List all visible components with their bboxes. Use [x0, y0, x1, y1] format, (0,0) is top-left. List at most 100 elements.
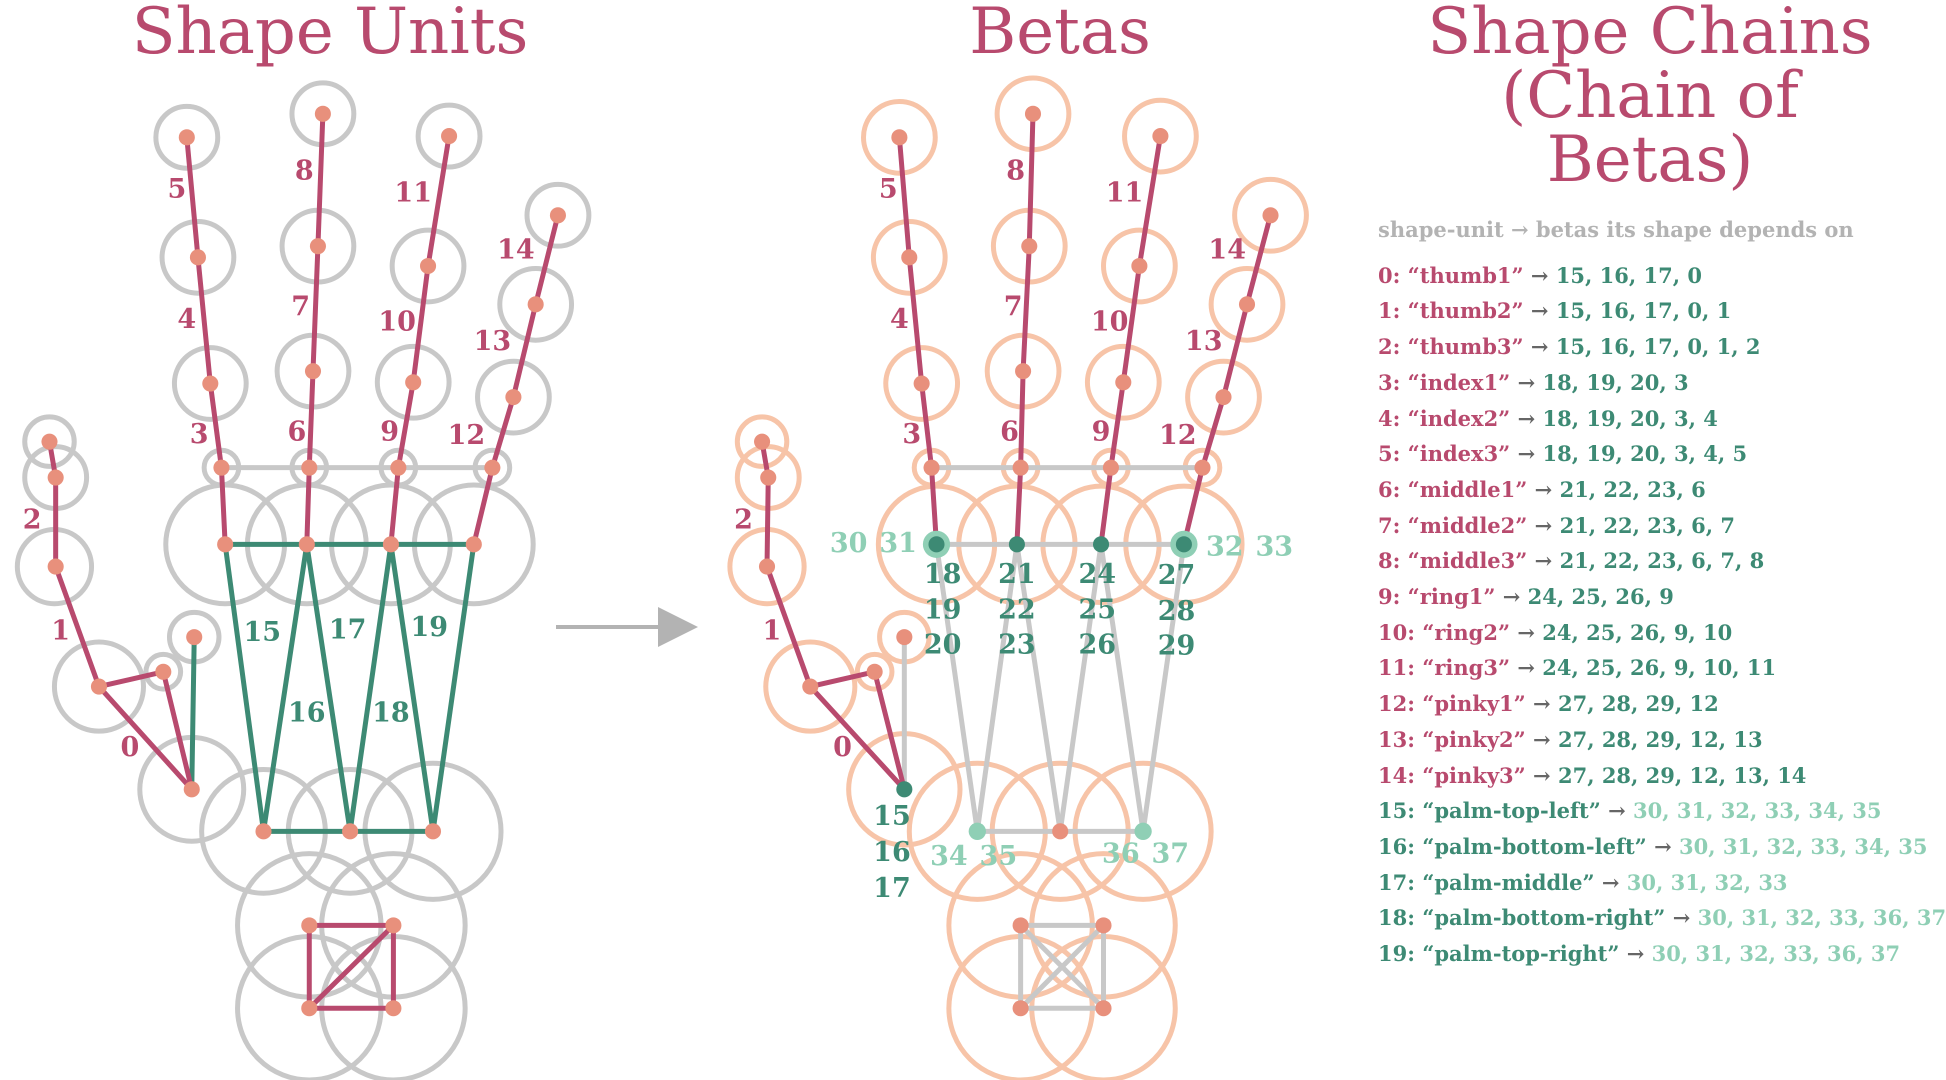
legend-betas: 18, 19, 20, 3, 4 [1542, 405, 1718, 431]
palm-edge [304, 541, 353, 834]
shape-unit-circle [143, 651, 184, 692]
beta-label: 36 [1102, 838, 1140, 869]
shape-unit-label: 5 [168, 174, 187, 205]
joint-dot [183, 781, 200, 798]
shape-unit-label: 8 [295, 155, 314, 186]
joint-dot [1215, 389, 1232, 406]
joint-dot [342, 823, 359, 840]
legend-betas: 18, 19, 20, 3 [1542, 369, 1689, 395]
joint-dot [424, 823, 442, 840]
legend-unit-label: 6: “middle1” [1378, 476, 1528, 502]
beta-label: 35 [980, 841, 1018, 872]
joint-dot [304, 363, 322, 380]
thumb-bone [807, 684, 907, 792]
finger-bone [471, 465, 495, 547]
legend-row: 1: “thumb2” → 15, 16, 17, 0, 1 [1378, 293, 1918, 329]
joint-dot [760, 469, 777, 486]
joint-dot [47, 558, 64, 575]
shape-unit-label: 2 [23, 504, 42, 535]
joint-dot [178, 129, 195, 146]
palm-edge [222, 541, 267, 834]
beta-label: 12 [1159, 420, 1197, 451]
shape-unit-label: 18 [372, 697, 410, 728]
beta-label: 10 [1091, 306, 1129, 337]
joint-dot [309, 238, 326, 255]
joint-dot [901, 249, 918, 266]
beta-label: 30 [830, 528, 868, 559]
finger-bone [1221, 301, 1250, 400]
shape-unit-label: 0 [120, 732, 139, 763]
joint-dot [913, 375, 930, 392]
shape-unit-circle [415, 102, 483, 170]
beta-label: 14 [1208, 235, 1246, 266]
beta-label: 18 [924, 559, 962, 590]
joint-dot [298, 536, 315, 553]
legend-arrow: → [1523, 262, 1556, 288]
beta-label: 11 [1106, 178, 1144, 209]
shape-unit-circle [389, 227, 467, 305]
joint-dot [202, 375, 219, 392]
joint-dot [390, 459, 407, 476]
legend-row: 13: “pinky2” → 27, 28, 29, 12, 13 [1378, 722, 1918, 758]
joint-dot [465, 536, 482, 553]
joint-dot [301, 1000, 318, 1017]
legend-row: 5: “index3” → 18, 19, 20, 3, 4, 5 [1378, 436, 1918, 472]
legend-arrow: → [1646, 833, 1679, 859]
legend-unit-label: 3: “index1” [1378, 369, 1511, 395]
legend-betas: 18, 19, 20, 3, 4, 5 [1542, 441, 1748, 467]
joint-dot [255, 823, 272, 840]
joint-dot [1095, 917, 1112, 934]
shape-unit-label: 1 [51, 616, 70, 647]
betas-hand: 0123456789101112131415161718192021222324… [727, 75, 1309, 1080]
beta-label: 6 [1000, 416, 1019, 447]
palm-edge [1098, 541, 1146, 834]
legend-betas: 15, 16, 17, 0, 1 [1555, 298, 1732, 324]
thumb-bone [764, 475, 771, 570]
legend-betas: 27, 28, 29, 12, 13 [1557, 726, 1763, 752]
shape-unit-label: 16 [288, 697, 326, 728]
beta-label: 34 [930, 841, 968, 872]
joint-dot [484, 459, 501, 476]
palm-edge [347, 541, 394, 834]
legend-betas: 30, 31, 32, 33, 34, 35 [1633, 798, 1882, 824]
legend-header: shape-unit → betas its shape depends on [1378, 217, 1854, 242]
legend-row: 3: “index1” → 18, 19, 20, 3 [1378, 365, 1918, 401]
thumb-palm-link [189, 634, 197, 792]
legend-unit-label: 12: “pinky1” [1378, 691, 1526, 717]
legend-unit-label: 4: “index2” [1378, 405, 1511, 431]
beta-label: 13 [1185, 326, 1223, 357]
beta-label: 9 [1092, 416, 1111, 447]
legend-unit-label: 16: “palm-bottom-left” [1378, 833, 1647, 859]
finger-bone [919, 381, 935, 471]
joint-dot [1262, 207, 1279, 224]
finger-bone [1199, 394, 1227, 471]
finger-bone [1014, 465, 1024, 547]
thumb-bone [872, 669, 907, 792]
joint-dot [754, 433, 771, 450]
shape-unit-circle [497, 265, 575, 343]
beta-label: 32 [1206, 532, 1244, 563]
joint-dot [155, 663, 172, 680]
legend-row: 4: “index2” → 18, 19, 20, 3, 4 [1378, 401, 1918, 437]
beta-circle [1232, 176, 1309, 254]
beta-circle [883, 345, 961, 422]
beta-circle [854, 651, 895, 692]
legend-unit-label: 19: “palm-top-right” [1378, 941, 1620, 967]
beta-circle [1101, 227, 1178, 305]
legend-betas: 30, 31, 32, 33, 36, 37 [1651, 941, 1901, 967]
legend-betas: 24, 25, 26, 9, 10, 11 [1542, 655, 1777, 681]
beta-label: 8 [1006, 155, 1025, 186]
joint-dot [1194, 459, 1211, 476]
joint-dot [1238, 296, 1256, 313]
finger-bone [1244, 212, 1274, 307]
beta-label: 16 [873, 837, 911, 868]
shape-unit-circle [51, 639, 147, 734]
legend-betas: 21, 22, 23, 6 [1559, 476, 1706, 502]
finger-bone [184, 134, 201, 260]
palm-edge [974, 541, 1020, 834]
beta-anchor [928, 536, 945, 553]
finger-bone [510, 301, 539, 400]
shape-unit-circle [524, 181, 592, 249]
joint-dot [1152, 128, 1169, 145]
shape-unit-circle [171, 345, 249, 422]
